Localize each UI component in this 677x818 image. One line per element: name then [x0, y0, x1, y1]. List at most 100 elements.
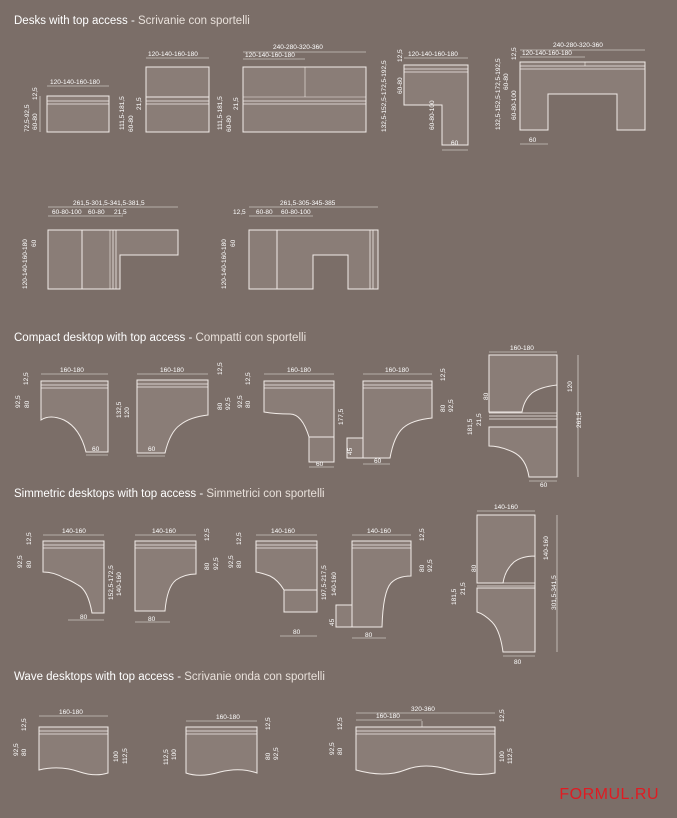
dim-label: 21,5: [114, 209, 127, 216]
dim-label: 140-160: [543, 536, 550, 560]
dim-label: 60-80: [128, 115, 135, 132]
dim-label: 80: [514, 659, 522, 666]
dim-label: 60: [148, 446, 156, 453]
dim-label: 80: [337, 747, 344, 755]
section-title-compact: Compact desktop with top access - Compat…: [14, 332, 307, 344]
dim-label: 92,5: [13, 743, 20, 756]
dim-label: 12,5: [236, 532, 243, 545]
dim-label: 111,5-181,5: [119, 96, 126, 130]
dim-label: 60-80: [226, 115, 233, 132]
dim-label: 80: [24, 400, 31, 408]
dim-label: 12,5: [245, 372, 252, 385]
wave-desk-1: 160-180 12,5 92,5 80 100 112,5: [13, 709, 129, 776]
dim-label: 160-180: [59, 709, 83, 716]
dim-label: 60-80: [256, 209, 273, 216]
dim-label: 92,5: [237, 395, 244, 408]
dim-label: 60: [529, 137, 537, 144]
dim-label: 132,5-152,5-172,5-192,5: [381, 60, 388, 132]
dim-label: 60: [451, 140, 459, 147]
dim-label: 92,5: [427, 559, 434, 572]
desk-u-shape: 240-280-320-360 120-140-160-180 132,5-15…: [495, 42, 646, 145]
dim-label: 60: [92, 446, 100, 453]
section-title-simmetric: Simmetric desktops with top access - Sim…: [14, 488, 325, 500]
dim-label: 80: [293, 629, 301, 636]
dim-label: 92,5: [228, 555, 235, 568]
desk-e-shape-left: 261,5-301,5-341,5-381,5 60-80-100 60-80 …: [22, 200, 179, 290]
dim-label: 261,5: [576, 411, 583, 428]
dim-label: 112,5: [507, 748, 514, 764]
dim-label: 120-140-160-180: [50, 79, 100, 86]
dim-label: 21,5: [233, 97, 240, 110]
dim-label: 60-80-100: [52, 209, 82, 216]
dim-label: 140-160: [271, 528, 295, 535]
dim-label: 100: [113, 751, 120, 762]
simmetric-desk-double: 140-160 140-160 301,5-341,5 181,5 21,5 8…: [451, 504, 558, 666]
dim-label: 60-80: [88, 209, 105, 216]
dim-label: 60: [230, 239, 237, 247]
dim-label: 60: [316, 461, 324, 468]
dim-label: 80: [440, 404, 447, 412]
dim-label: 60: [374, 458, 382, 465]
dim-label: 45: [329, 618, 336, 626]
dim-label: 112,5: [122, 748, 129, 764]
dim-label: 45: [347, 447, 354, 455]
dim-label: 160-180: [216, 714, 240, 721]
section-title-wave: Wave desktops with top access - Scrivani…: [14, 671, 325, 683]
dim-label: 100: [499, 751, 506, 762]
dim-label: 261,5-301,5-341,5-381,5: [73, 200, 145, 207]
dim-label: 80: [21, 748, 28, 756]
dim-label: 120-140-160-180: [221, 239, 228, 289]
dim-label: 12,5: [337, 717, 344, 730]
dim-label: 240-280-320-360: [553, 42, 603, 49]
dim-label: 181,5: [451, 588, 458, 605]
dim-label: 12,5: [233, 209, 246, 216]
dim-label: 92,5: [17, 555, 24, 568]
dim-label: 120-140-160-180: [148, 51, 198, 58]
dim-label: 120: [124, 407, 131, 418]
desk-simple: 120-140-160-180 12,5 72,5-92,5 60-80: [24, 79, 110, 133]
dim-label: 160-180: [60, 367, 84, 374]
dim-label: 60-80: [503, 73, 510, 90]
dim-label: 12,5: [204, 528, 211, 541]
dim-label: 152,5-172,5: [108, 565, 115, 600]
dim-label: 140-160: [494, 504, 518, 511]
desk-with-return: 120-140-160-180 111,5-181,5 21,5 60-80: [119, 51, 210, 133]
dim-label: 80: [236, 560, 243, 568]
dim-label: 111,5-181,5: [217, 96, 224, 130]
dim-label: 12,5: [511, 47, 518, 60]
dim-label: 12,5: [32, 87, 39, 100]
dim-label: 80: [471, 564, 478, 572]
dim-label: 320-360: [411, 706, 435, 713]
dim-label: 140-160: [116, 572, 123, 596]
dim-label: 120-140-160-180: [522, 50, 572, 57]
dim-label: 160-180: [376, 713, 400, 720]
dim-label: 177,5: [338, 408, 345, 425]
dim-label: 12,5: [21, 718, 28, 731]
dim-label: 60-80-100: [429, 100, 436, 130]
dim-label: 12,5: [217, 362, 224, 375]
dim-label: 92,5: [15, 395, 22, 408]
section-title-desks: Desks with top access - Scrivanie con sp…: [14, 15, 250, 27]
dim-label: 120-140-160-180: [245, 52, 295, 59]
dim-label: 60-80-100: [281, 209, 311, 216]
dim-label: 12,5: [26, 532, 33, 545]
dim-label: 80: [148, 616, 156, 623]
dim-label: 160-180: [385, 367, 409, 374]
dim-label: 21,5: [460, 582, 467, 595]
dim-label: 132,5-152,5-172,5-192,5: [495, 58, 502, 130]
dim-label: 60: [540, 482, 548, 489]
dim-label: 21,5: [136, 97, 143, 110]
dim-label: 112,5: [163, 749, 170, 765]
dim-label: 140-160: [367, 528, 391, 535]
dim-label: 120-140-160-180: [22, 239, 29, 289]
dim-label: 12,5: [499, 709, 506, 722]
dim-label: 60-80: [32, 113, 39, 130]
dim-label: 132,5: [116, 401, 123, 418]
dim-label: 261,5-305-345-385: [280, 200, 336, 207]
dim-label: 120: [567, 381, 574, 392]
dim-label: 80: [483, 392, 490, 400]
desk-l-shape: 120-140-160-180 132,5-152,5-172,5-192,5 …: [381, 49, 469, 151]
dim-label: 80: [265, 752, 272, 760]
dim-label: 12,5: [419, 528, 426, 541]
